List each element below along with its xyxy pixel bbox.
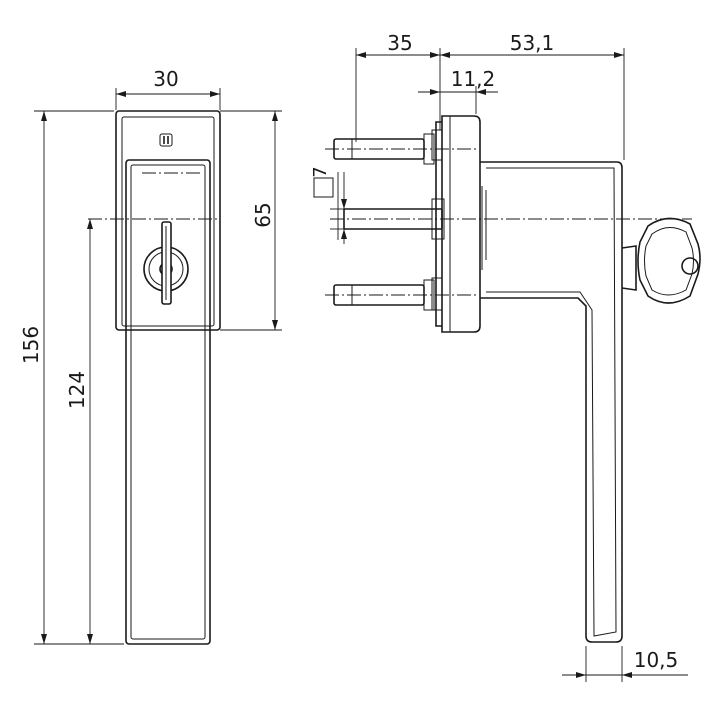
handle-side-profile xyxy=(480,161,623,643)
dim-label-handle-length: 124 xyxy=(65,371,89,409)
dim-label-base-thickness: 11,2 xyxy=(451,67,496,91)
lock-head-side xyxy=(621,217,701,304)
lock-cylinder xyxy=(143,221,189,305)
handle-grip-front xyxy=(125,159,211,645)
handle-grip-front-inner xyxy=(130,164,206,640)
front-view xyxy=(88,110,221,645)
dim-label-projection: 53,1 xyxy=(510,31,555,55)
dim-spindle-offset: 35 xyxy=(355,31,441,142)
dim-label-total-height: 156 xyxy=(19,326,43,364)
dim-base-thickness: 11,2 xyxy=(418,67,498,114)
dim-label-escutcheon-height: 65 xyxy=(251,202,275,227)
base-plate xyxy=(441,115,481,333)
dim-square-spindle: 7 xyxy=(310,166,347,244)
dim-label-spindle-offset: 35 xyxy=(387,31,412,55)
square-symbol xyxy=(313,177,334,198)
dim-label-front-width: 30 xyxy=(153,67,178,91)
dim-label-grip-thickness: 10,5 xyxy=(634,648,679,672)
dim-front-width: 30 xyxy=(115,67,221,110)
dim-label-square-spindle: 7 xyxy=(310,166,331,177)
indicator-mark xyxy=(159,133,173,147)
dim-grip-thickness: 10,5 xyxy=(562,646,688,682)
dim-handle-length: 124 xyxy=(65,219,93,644)
escutcheon-outline xyxy=(115,110,221,331)
key-bow-side xyxy=(681,257,699,275)
side-view xyxy=(325,115,701,643)
escutcheon-inner-outline xyxy=(121,116,215,327)
dim-total-height: 156 xyxy=(19,110,124,645)
dim-escutcheon-height: 65 xyxy=(220,110,282,331)
dim-projection: 53,1 xyxy=(440,31,625,160)
